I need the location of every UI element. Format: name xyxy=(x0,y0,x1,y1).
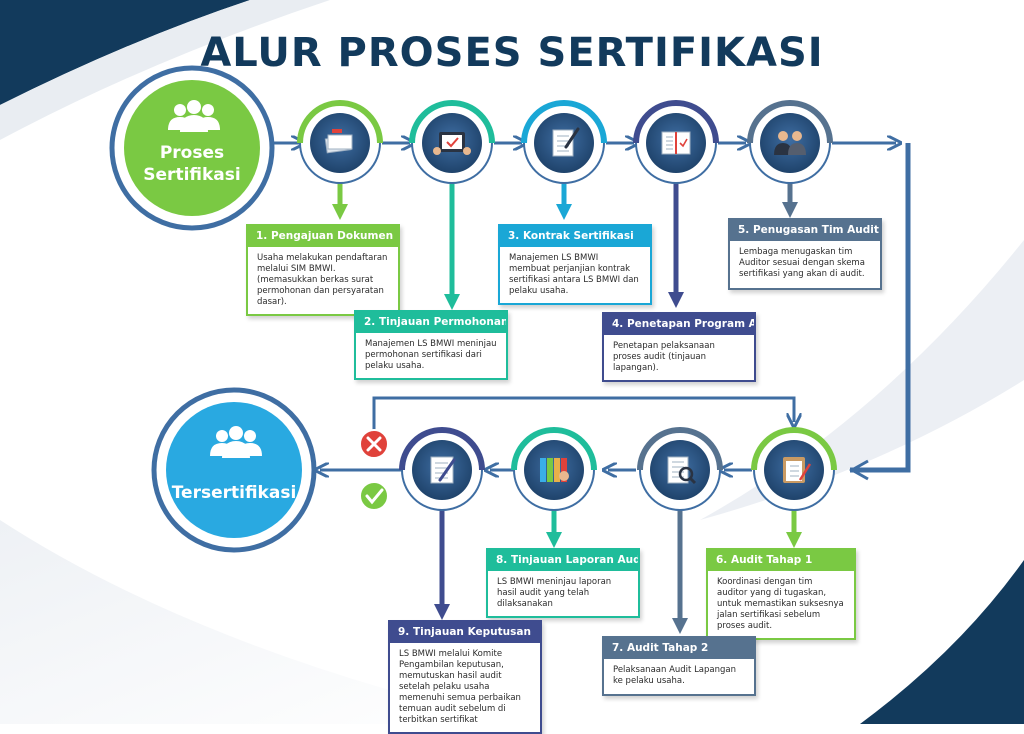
step-drop-lines xyxy=(331,182,803,635)
step-box-4: 4. Penetapan Program AuditPenetapan pela… xyxy=(602,312,756,382)
step-description: Koordinasi dengan tim auditor yang di tu… xyxy=(717,577,844,631)
step-description: Manajemen LS BMWI membuat perjanjian kon… xyxy=(509,253,639,296)
step-node-1 xyxy=(297,100,383,184)
step-title: 3. Kontrak Sertifikasi xyxy=(500,226,650,247)
binders-icon xyxy=(540,458,569,482)
start-label-line2: Sertifikasi xyxy=(143,165,241,185)
step-node-8 xyxy=(511,427,597,511)
step-description: Penetapan pelaksanaan proses audit (tinj… xyxy=(613,341,715,373)
contract-sign-icon xyxy=(552,127,580,157)
step-description: Usaha melakukan pendaftaran melalui SIM … xyxy=(257,253,388,307)
step-description: Manajemen LS BMWI meninjau permohonan se… xyxy=(365,339,497,371)
tablet-review-icon xyxy=(433,132,471,155)
step-box-7: 7. Audit Tahap 2 Pelaksanaan Audit Lapang… xyxy=(602,636,756,696)
step-node-9 xyxy=(399,427,485,511)
step-node-2 xyxy=(409,100,495,184)
document-stack-icon xyxy=(324,129,353,154)
page-title: ALUR PROSES SERTIFIKASI xyxy=(200,30,824,76)
step-title: 5. Penugasan Tim Audit xyxy=(730,220,880,241)
step-box-9: 9. Tinjauan Keputusan LS BMWI melalui Kom… xyxy=(388,620,542,734)
start-label-line1: Proses xyxy=(159,143,225,163)
step-description: LS BMWI meninjau laporan hasil audit yan… xyxy=(497,577,612,609)
step-node-7 xyxy=(637,427,723,511)
step-title: 8. Tinjauan Laporan Audit xyxy=(488,550,638,571)
step-box-8: 8. Tinjauan Laporan Audit LS BMWI meninja… xyxy=(486,548,640,618)
step-description: Pelaksanaan Audit Lapangan ke pelaku usa… xyxy=(613,665,736,686)
step-title: 6. Audit Tahap 1 xyxy=(708,550,854,571)
clipboard-checklist-icon xyxy=(783,457,812,483)
document-magnifier-icon xyxy=(667,456,697,485)
start-label: Proses Sertifikasi xyxy=(132,142,252,186)
step-title: 9. Tinjauan Keputusan xyxy=(390,622,540,643)
planner-icon xyxy=(661,131,691,155)
step-node-3 xyxy=(521,100,607,184)
step-box-6: 6. Audit Tahap 1 Koordinasi dengan tim au… xyxy=(706,548,856,640)
end-node xyxy=(151,387,317,553)
step-description: Lembaga menugaskan tim Auditor sesuai de… xyxy=(739,247,865,279)
audit-team-icon xyxy=(774,131,806,155)
step-node-4 xyxy=(633,100,719,184)
people-icon xyxy=(168,100,220,132)
step-title: 7. Audit Tahap 2 xyxy=(604,638,754,659)
reject-icon xyxy=(359,429,389,459)
step-description: LS BMWI melalui Komite Pengambilan keput… xyxy=(399,649,521,725)
step-node-5 xyxy=(747,100,833,184)
step-title: 2. Tinjauan Permohonan xyxy=(356,312,506,333)
step-node-6 xyxy=(751,427,837,511)
start-node xyxy=(109,65,275,231)
end-label: Tersertifikasi xyxy=(171,483,297,503)
step-title: 1. Pengajuan Dokumen xyxy=(248,226,398,247)
people-icon xyxy=(210,426,262,458)
decision-document-icon xyxy=(430,456,456,484)
step-title: 4. Penetapan Program Audit xyxy=(604,314,754,335)
approve-icon xyxy=(359,481,389,511)
